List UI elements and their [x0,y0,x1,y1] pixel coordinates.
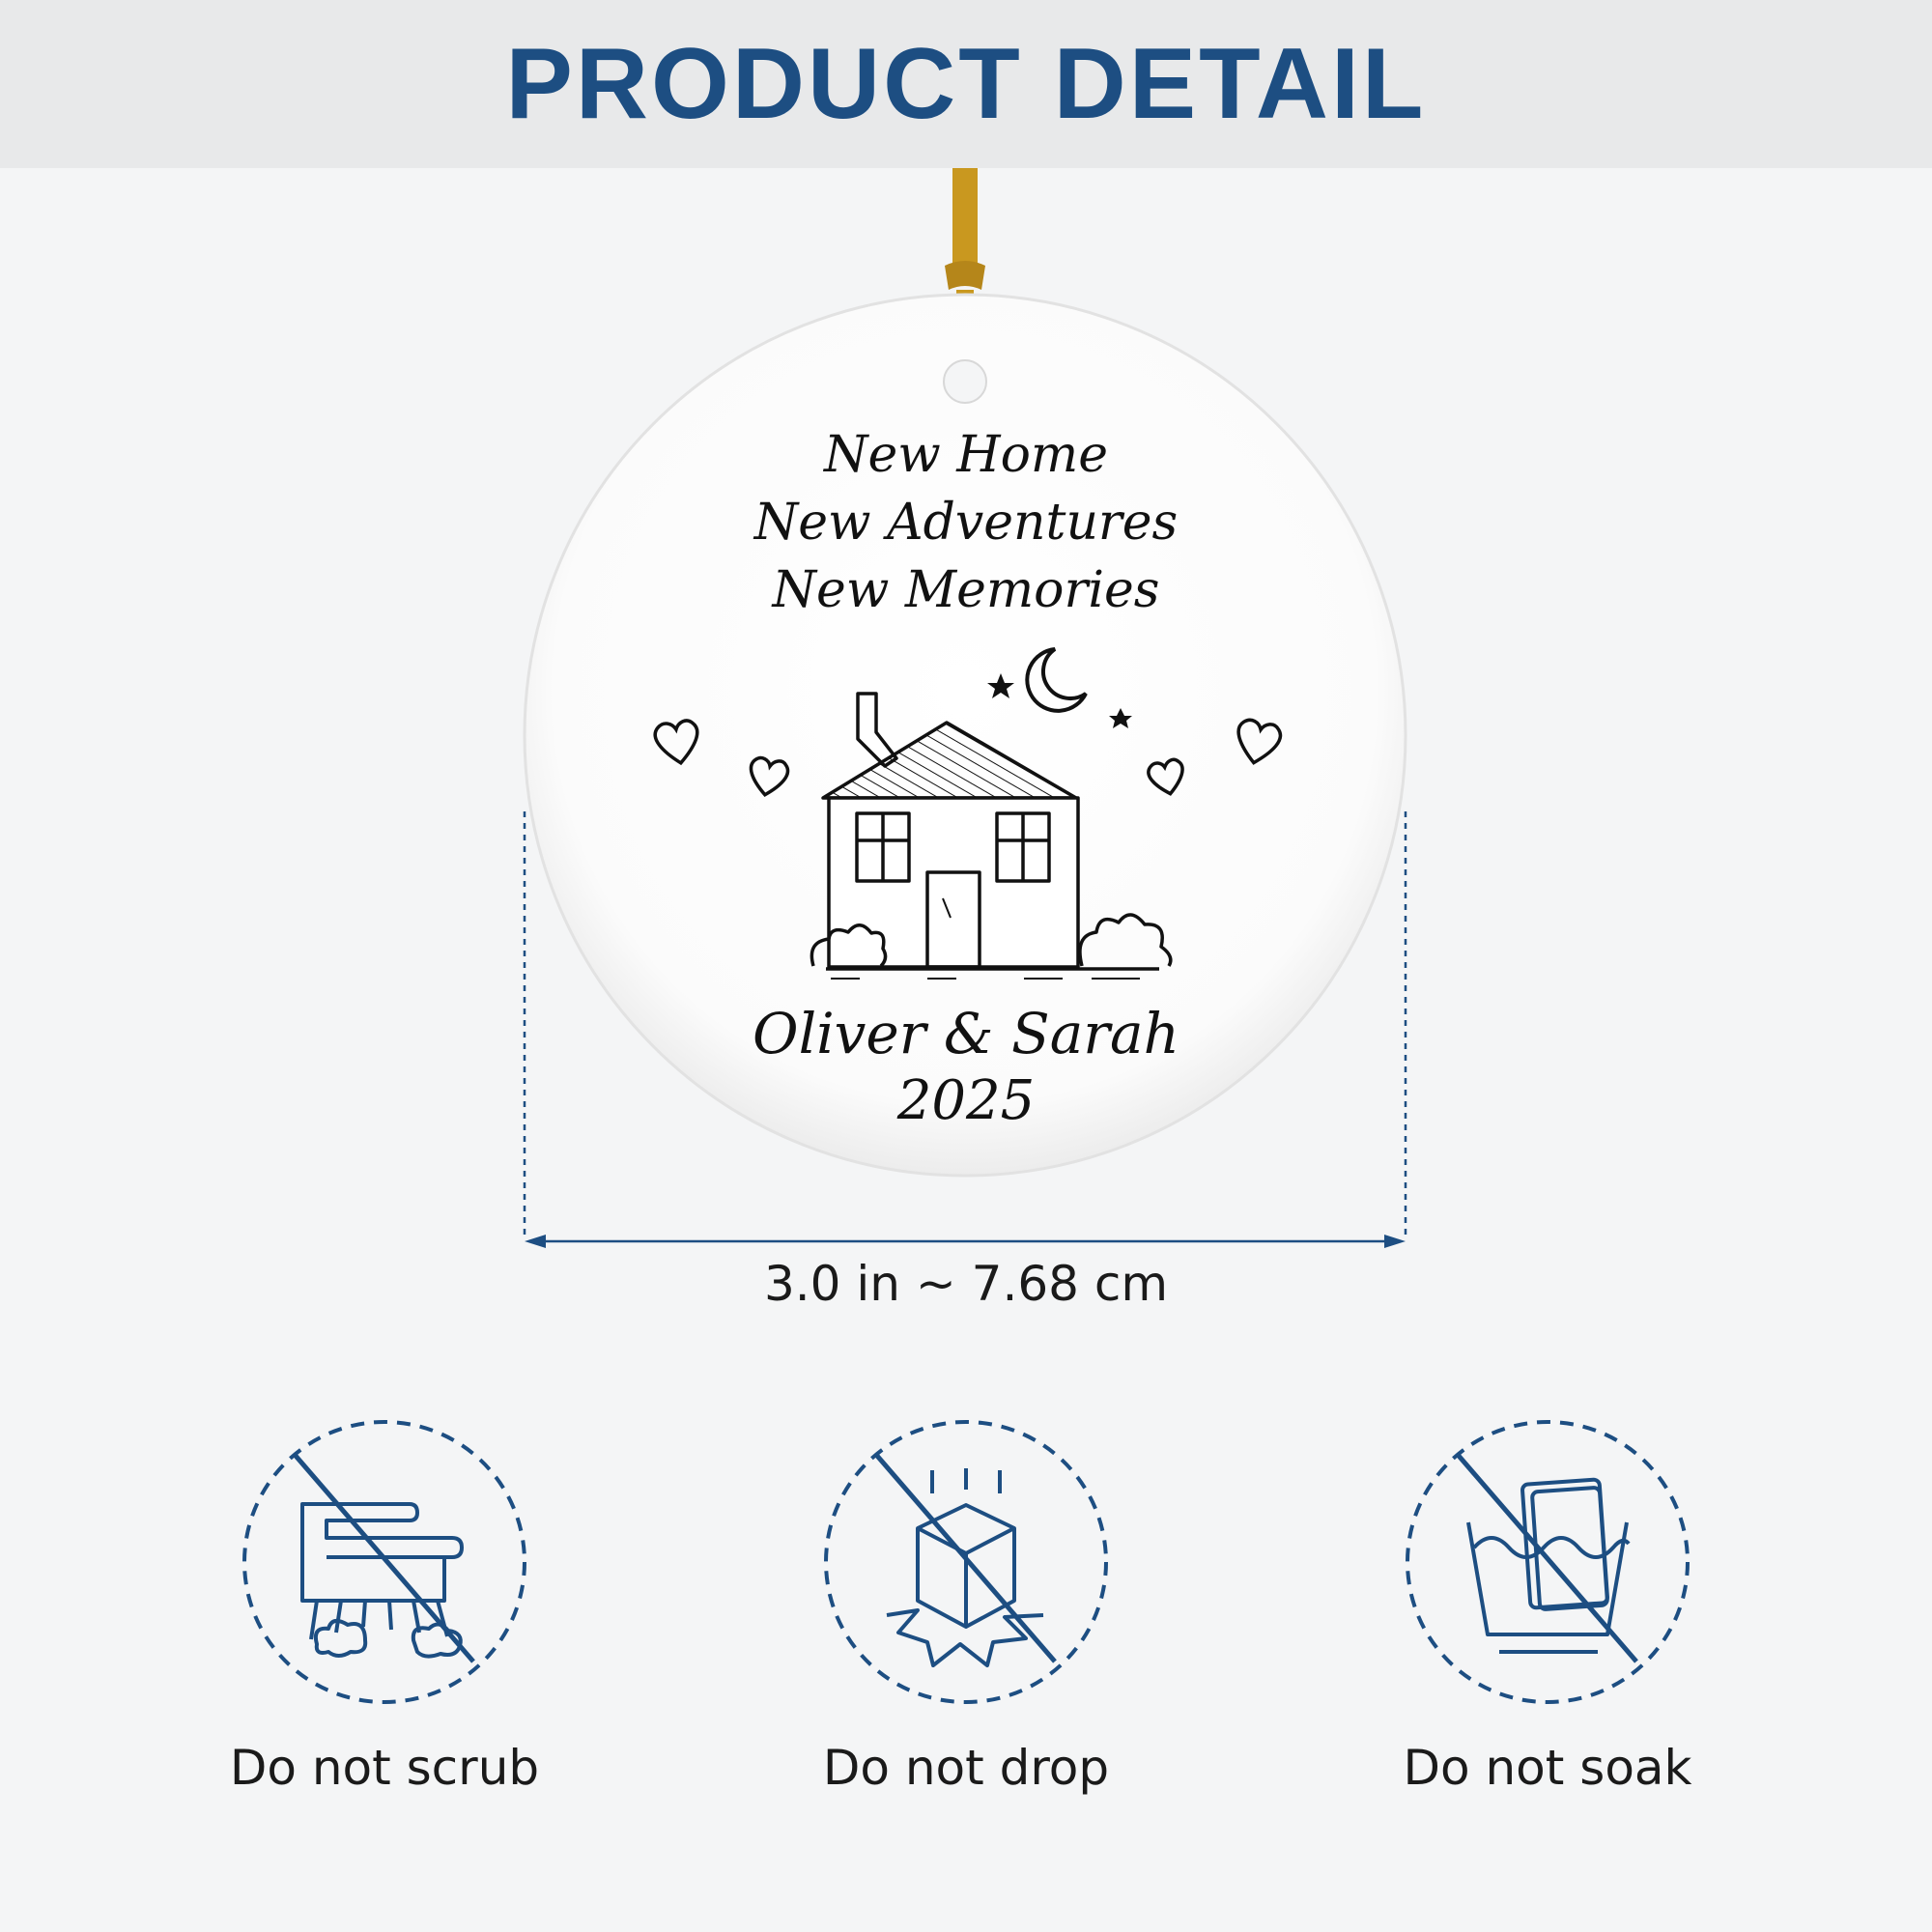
ornament-hole [943,359,987,404]
care-item-no-drop: Do not drop [763,1412,1169,1796]
dimension-label: 3.0 in ~ 7.68 cm [763,1256,1169,1312]
house-drawing [810,692,1173,980]
heart-icons [653,718,1283,797]
no-scrub-brush-icon [242,1420,526,1704]
care-label-scrub: Do not scrub [229,1740,540,1796]
moon-stars-icon [987,647,1132,728]
no-soak-basin-icon [1406,1420,1690,1704]
ornament-line-3: New Memories [771,561,1160,619]
care-item-no-scrub: Do not scrub [182,1412,587,1796]
ornament-line-1: New Home [822,426,1108,484]
care-label-drop: Do not drop [822,1740,1110,1796]
no-drop-box-icon [824,1420,1108,1704]
ornament-year: 2025 [896,1069,1036,1132]
ornament-names: Oliver & Sarah [753,1001,1179,1066]
dimension-indicator [523,811,1407,1248]
page-title: PRODUCT DETAIL [505,27,1427,140]
care-label-soak: Do not soak [1403,1740,1692,1796]
header-banner: PRODUCT DETAIL [0,0,1932,168]
ornament-line-2: New Adventures [753,494,1179,552]
care-item-no-soak: Do not soak [1345,1412,1750,1796]
